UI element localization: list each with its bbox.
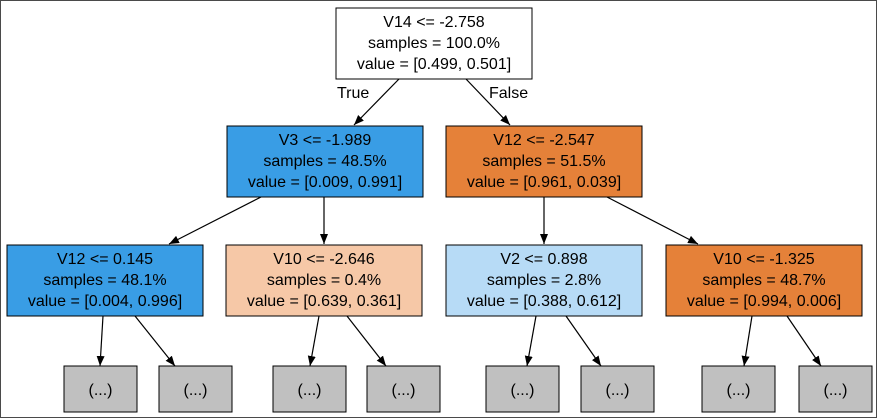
edge-ll-t1 — [96, 315, 105, 367]
edge-rl-t6 — [565, 315, 602, 367]
truncated-node-1: (...) — [63, 365, 138, 413]
edge-rr-t8 — [786, 315, 822, 367]
node-rr-samples: samples = 48.7% — [702, 272, 825, 289]
node-rl: V2 <= 0.898 samples = 2.8% value = [0.38… — [445, 244, 643, 317]
node-root: V14 <= -2.758 samples = 100.0% value = [… — [335, 7, 533, 80]
edge-root-right — [465, 78, 511, 126]
node-left-samples: samples = 48.5% — [263, 153, 386, 170]
edge-rr-t7 — [741, 315, 753, 367]
node-lr-split: V10 <= -2.646 — [273, 251, 375, 268]
node-root-split: V14 <= -2.758 — [383, 14, 485, 31]
truncated-node-6: (...) — [580, 365, 655, 413]
edge-lr-t3 — [307, 315, 320, 367]
truncated-label-6: (...) — [606, 382, 630, 399]
node-rl-samples: samples = 2.8% — [487, 272, 601, 289]
edge-ll-t2 — [134, 315, 176, 367]
truncated-node-4: (...) — [366, 365, 441, 413]
node-root-samples: samples = 100.0% — [368, 35, 500, 52]
node-ll-split: V12 <= 0.145 — [57, 251, 153, 268]
truncated-label-2: (...) — [184, 382, 208, 399]
node-right-value: value = [0.961, 0.039] — [467, 174, 621, 191]
node-rr-split: V10 <= -1.325 — [713, 251, 815, 268]
truncated-label-4: (...) — [392, 382, 416, 399]
truncated-leaves: (...) (...) (...) (...) (...) (...) (...… — [63, 365, 873, 413]
node-lr-value: value = [0.639, 0.361] — [247, 293, 401, 310]
node-right: V12 <= -2.547 samples = 51.5% value = [0… — [445, 125, 643, 198]
node-left-box — [226, 125, 424, 198]
node-left-value: value = [0.009, 0.991] — [248, 174, 402, 191]
truncated-node-7: (...) — [701, 365, 776, 413]
node-right-samples: samples = 51.5% — [482, 153, 605, 170]
truncated-node-8: (...) — [798, 365, 873, 413]
node-ll-samples: samples = 48.1% — [43, 272, 166, 289]
node-lr-box — [225, 244, 423, 317]
node-rl-split: V2 <= 0.898 — [500, 251, 587, 268]
node-rr: V10 <= -1.325 samples = 48.7% value = [0… — [665, 244, 863, 317]
node-left-split: V3 <= -1.989 — [279, 132, 372, 149]
edge-lr-t4 — [346, 315, 387, 367]
node-right-split: V12 <= -2.547 — [493, 132, 595, 149]
node-lr: V10 <= -2.646 samples = 0.4% value = [0.… — [225, 244, 423, 317]
edge-label-true: True — [337, 85, 369, 102]
truncated-node-5: (...) — [485, 365, 560, 413]
node-root-value: value = [0.499, 0.501] — [357, 56, 511, 73]
node-ll-value: value = [0.004, 0.996] — [28, 293, 182, 310]
node-left: V3 <= -1.989 samples = 48.5% value = [0.… — [226, 125, 424, 198]
truncated-label-1: (...) — [89, 382, 113, 399]
node-rr-value: value = [0.994, 0.006] — [687, 293, 841, 310]
truncated-label-8: (...) — [824, 382, 848, 399]
edge-rl-t5 — [524, 315, 537, 367]
node-rr-box — [665, 244, 863, 317]
node-right-box — [445, 125, 643, 198]
node-ll-box — [6, 244, 204, 317]
node-lr-samples: samples = 0.4% — [267, 272, 381, 289]
node-rl-value: value = [0.388, 0.612] — [467, 293, 621, 310]
truncated-label-5: (...) — [511, 382, 535, 399]
edge-label-false: False — [489, 85, 528, 102]
truncated-label-7: (...) — [727, 382, 751, 399]
edges — [96, 78, 822, 367]
truncated-label-3: (...) — [298, 382, 322, 399]
truncated-node-3: (...) — [272, 365, 347, 413]
node-rl-box — [445, 244, 643, 317]
node-root-box — [335, 7, 533, 80]
truncated-node-2: (...) — [158, 365, 233, 413]
node-ll: V12 <= 0.145 samples = 48.1% value = [0.… — [6, 244, 204, 317]
edge-right-rr — [606, 196, 699, 245]
edge-root-left — [353, 78, 400, 126]
edge-left-ll — [168, 196, 262, 245]
